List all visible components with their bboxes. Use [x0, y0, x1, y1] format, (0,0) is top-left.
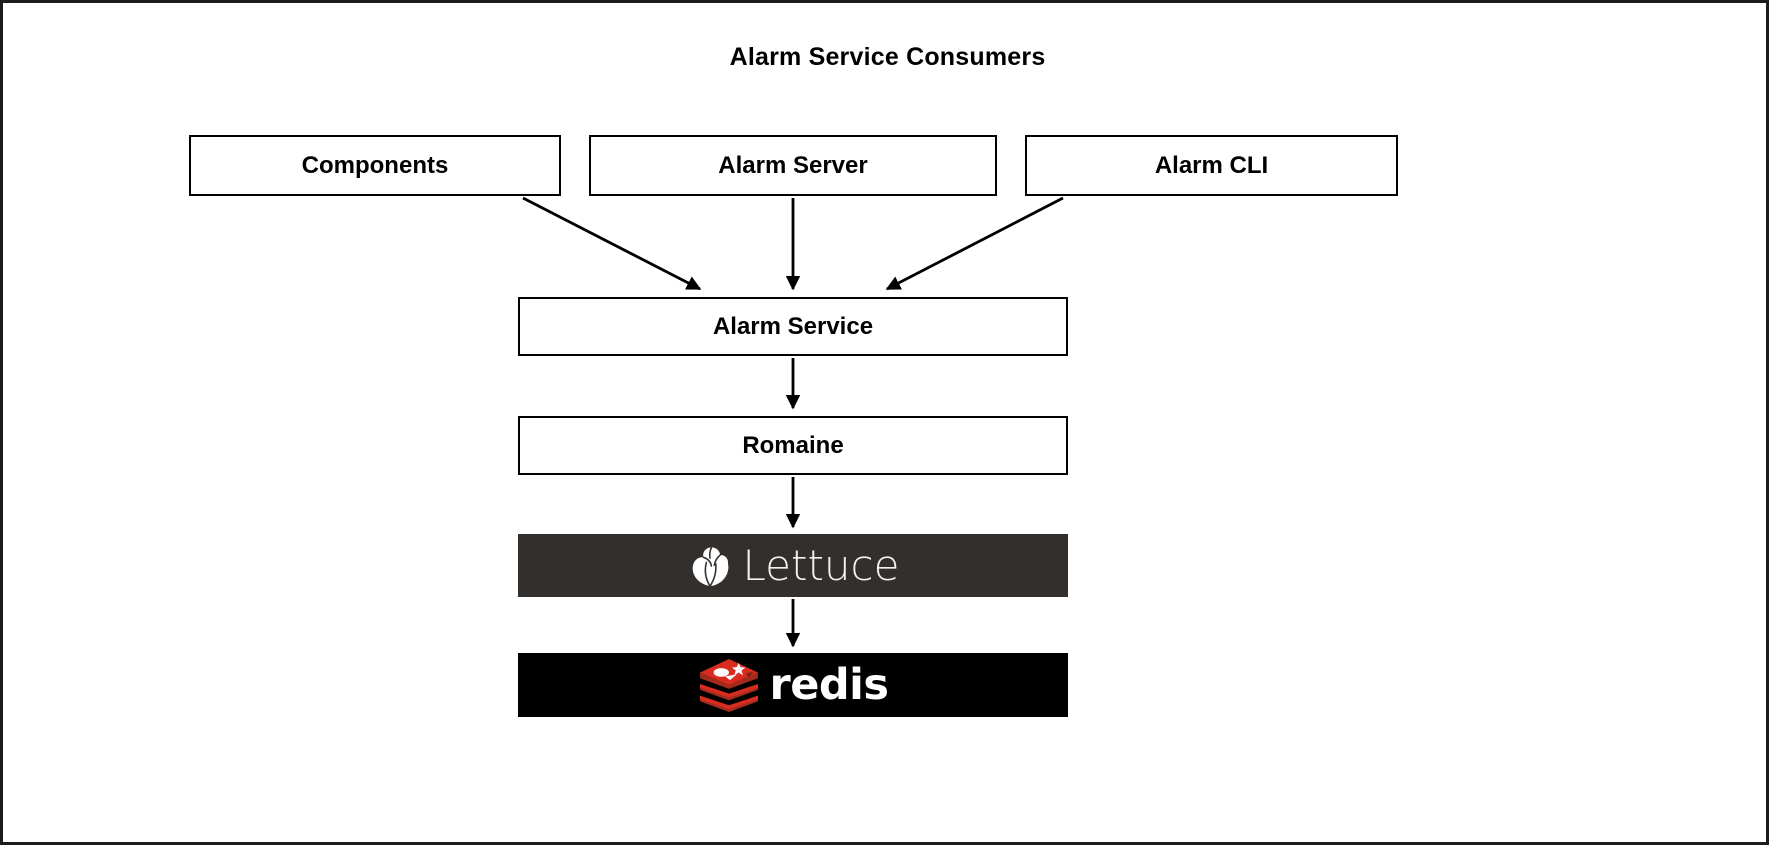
edge-alarm-cli-to-alarm-service [885, 196, 1064, 291]
lettuce-wordmark: Lettuce [742, 540, 900, 590]
node-romaine-label: Romaine [742, 431, 844, 459]
lettuce-logo: Lettuce [687, 543, 900, 589]
page-title: Alarm Service Consumers [729, 43, 1046, 71]
node-alarm-server[interactable]: Alarm Server [589, 135, 997, 196]
redis-logo: redis [698, 658, 889, 712]
node-components[interactable]: Components [189, 135, 561, 196]
edge-components-to-alarm-service [522, 196, 702, 291]
node-redis[interactable]: redis [518, 653, 1068, 717]
lettuce-icon [687, 543, 733, 589]
node-lettuce[interactable]: Lettuce [518, 534, 1068, 597]
redis-icon [698, 658, 760, 712]
redis-wordmark: redis [769, 659, 889, 710]
node-alarm-service-label: Alarm Service [712, 312, 874, 340]
node-romaine[interactable]: Romaine [518, 416, 1068, 475]
node-alarm-server-label: Alarm Server [718, 151, 868, 179]
node-alarm-service[interactable]: Alarm Service [518, 297, 1068, 356]
node-alarm-cli[interactable]: Alarm CLI [1025, 135, 1398, 196]
node-alarm-cli-label: Alarm CLI [1154, 151, 1269, 179]
node-components-label: Components [301, 151, 449, 179]
